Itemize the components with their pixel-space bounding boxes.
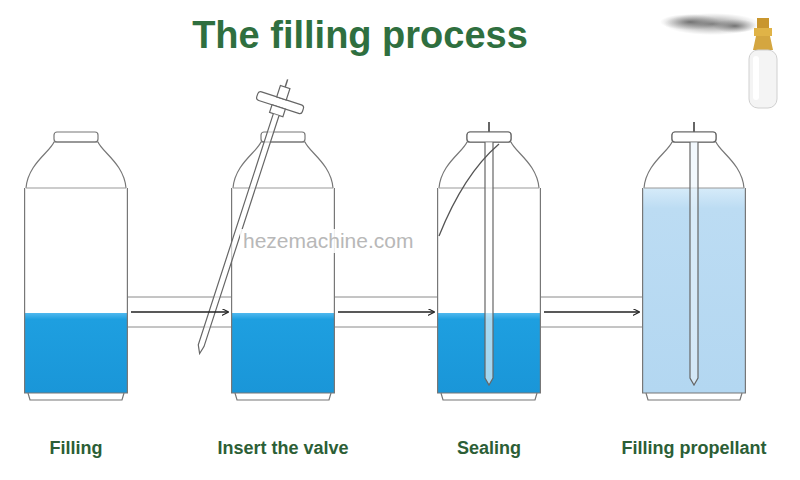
- spray-icon: [660, 13, 777, 108]
- process-arrow: [338, 311, 434, 313]
- diagram-title: The filling process: [0, 14, 720, 57]
- aerosol-can: Sealing: [437, 128, 541, 400]
- aerosol-can: Filling propellant: [642, 128, 746, 400]
- aerosol-can: Filling: [24, 128, 128, 400]
- aerosol-can: Insert the valve: [231, 128, 335, 400]
- process-arrow: [544, 311, 639, 313]
- process-arrow: [131, 311, 228, 313]
- step-label: Insert the valve: [217, 438, 348, 459]
- step-label: Filling propellant: [622, 438, 767, 459]
- step-label: Filling: [50, 438, 103, 459]
- step-label: Sealing: [457, 438, 521, 459]
- watermark: hezemachine.com: [240, 229, 416, 253]
